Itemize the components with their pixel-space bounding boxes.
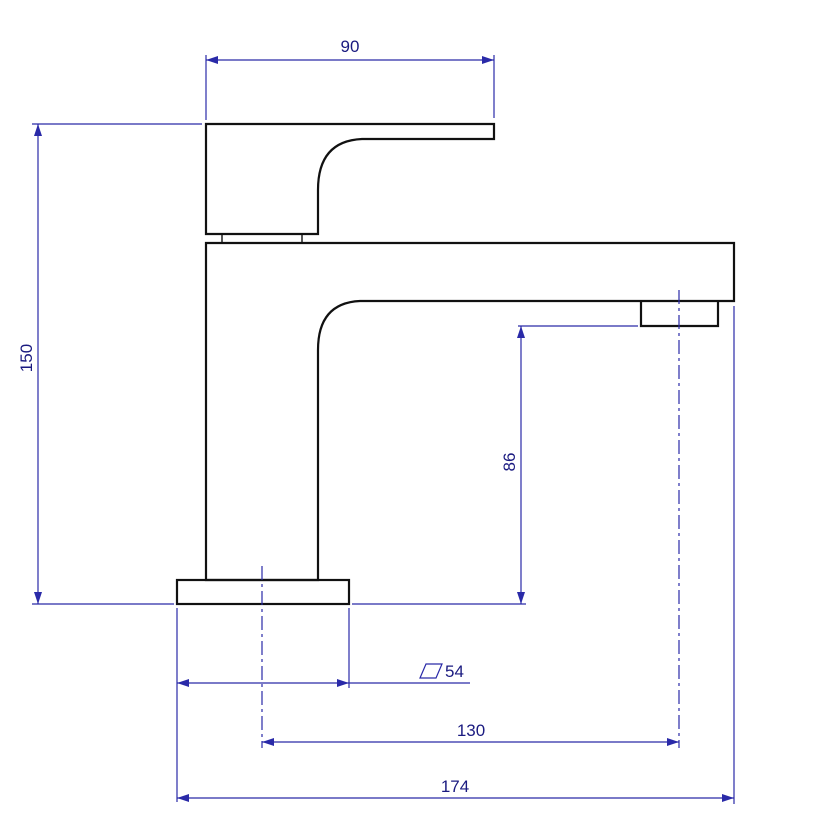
dimension-handle-width: 90 [205, 37, 495, 120]
dimension-label-54: 54 [445, 662, 464, 681]
square-symbol-icon [419, 663, 443, 679]
faucet-body [204, 241, 736, 582]
lever-handle [204, 122, 496, 236]
dimension-label-130: 130 [457, 721, 485, 740]
faucet-outline [175, 122, 736, 606]
dimension-base-size: 54 [176, 608, 470, 802]
dimension-total-depth: 174 [177, 306, 735, 804]
dimension-spout-height: 86 [352, 325, 638, 605]
dimension-label-150: 150 [17, 344, 36, 372]
dimension-spout-reach: 130 [262, 721, 679, 746]
center-lines [261, 290, 680, 748]
dimension-total-height: 150 [17, 123, 202, 605]
base-plate [175, 578, 351, 606]
dimension-label-90: 90 [341, 37, 360, 56]
handle-collar [221, 234, 303, 243]
dimension-label-174: 174 [441, 777, 469, 796]
dimension-label-86: 86 [500, 453, 519, 472]
